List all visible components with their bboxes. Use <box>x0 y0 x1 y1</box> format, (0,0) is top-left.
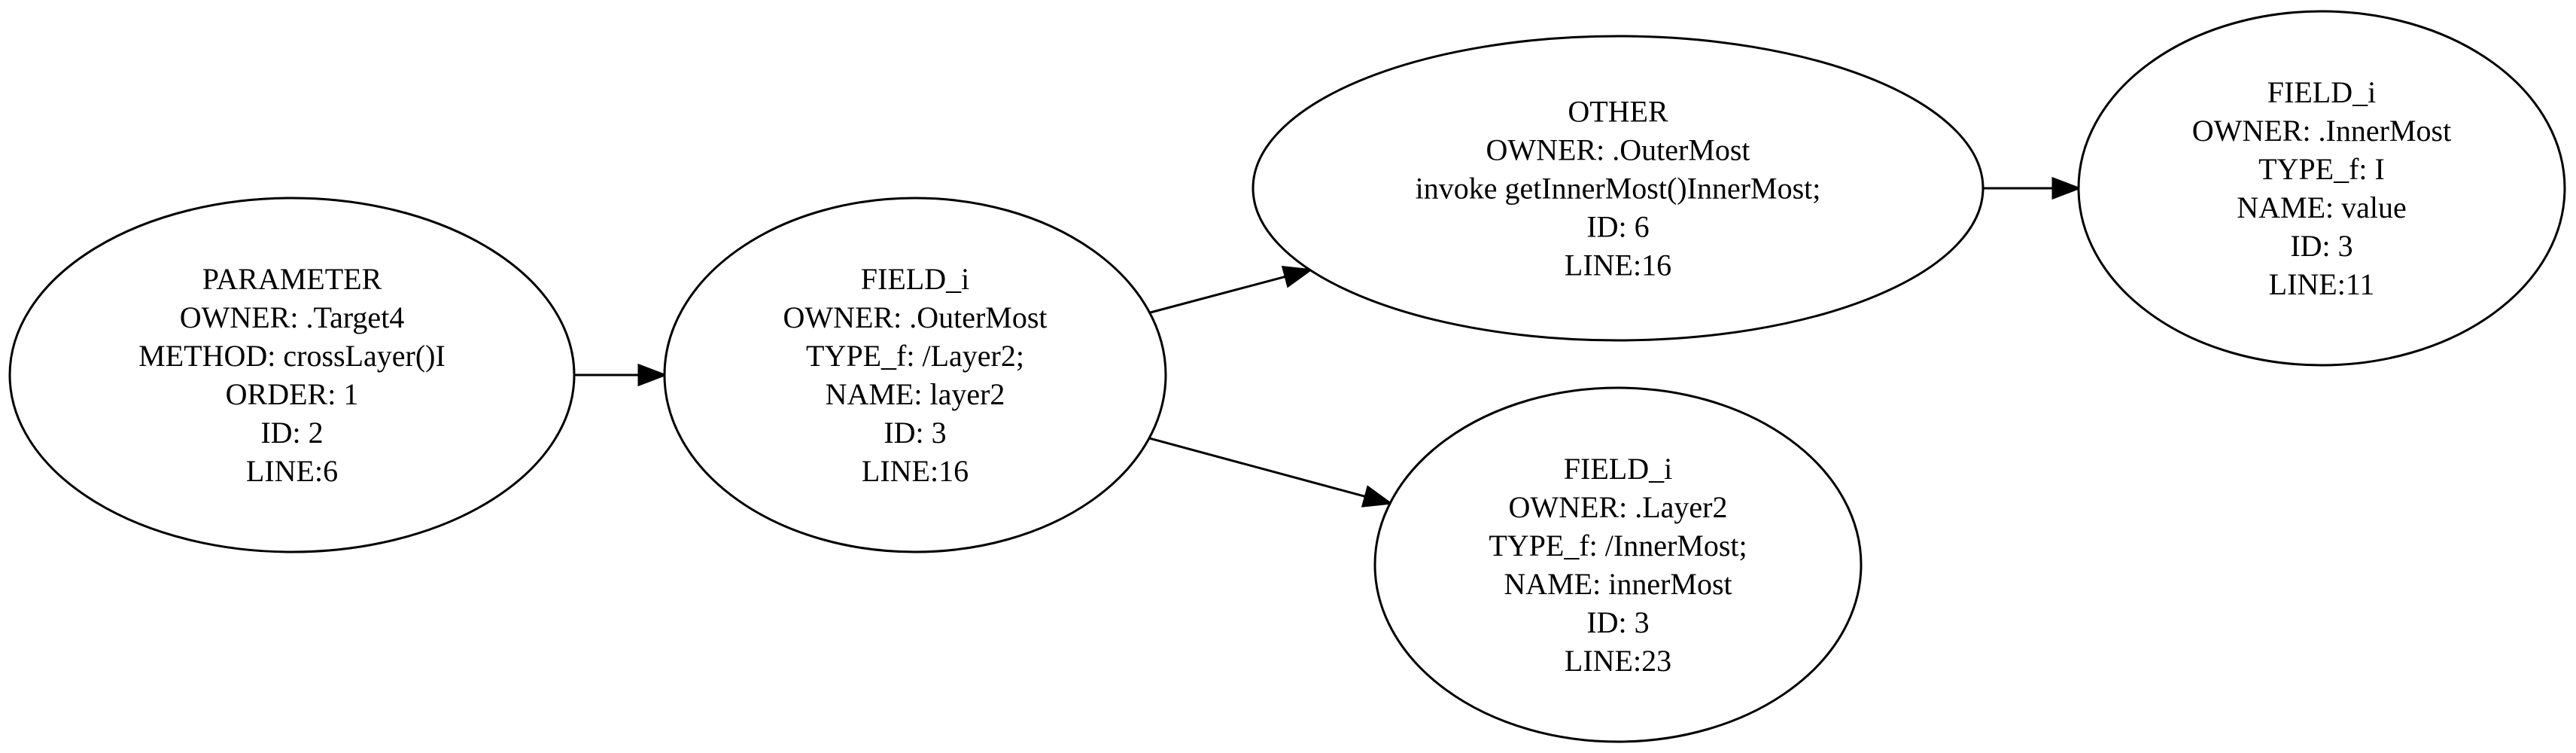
arrowhead-icon <box>637 363 668 387</box>
node-label-line: NAME: layer2 <box>826 377 1005 411</box>
node-ellipse <box>663 197 1167 553</box>
node-label-line: OWNER: .InnerMost <box>2192 114 2451 148</box>
edge-n-other-to-n-field-value <box>1983 176 2082 200</box>
edge-n-field-layer2-to-n-field-innermost <box>1148 437 1394 508</box>
node-label-line: LINE:11 <box>2269 267 2375 301</box>
node-label-line: invoke getInnerMost()InnerMost; <box>1416 172 1821 206</box>
edge-n-field-layer2-to-n-other <box>1149 266 1314 314</box>
node-label-line: ORDER: 1 <box>226 377 359 411</box>
node-label-line: FIELD_i <box>2267 75 2376 109</box>
node-label-line: FIELD_i <box>861 262 969 296</box>
arrowhead-icon <box>1361 485 1394 508</box>
node-label-line: PARAMETER <box>202 262 382 296</box>
node-label-line: NAME: value <box>2237 191 2407 224</box>
node-label-line: OWNER: .OuterMost <box>1486 133 1750 167</box>
edges <box>574 176 2082 508</box>
edge-n-param-to-n-field-layer2 <box>574 363 668 387</box>
node-label-line: OTHER <box>1568 95 1668 129</box>
node-label-line: NAME: innerMost <box>1504 567 1732 601</box>
node-label-line: ID: 6 <box>1586 210 1649 244</box>
node-label-line: ID: 3 <box>884 416 946 450</box>
node-ellipse <box>8 197 576 553</box>
node-ellipse <box>2077 10 2566 367</box>
edge-line <box>1148 437 1366 498</box>
node-ellipse <box>1252 35 1984 342</box>
node-label-line: FIELD_i <box>1564 452 1672 486</box>
node-label-line: OWNER: .Layer2 <box>1508 490 1727 524</box>
node-label-line: METHOD: crossLayer()I <box>138 339 446 373</box>
node-label-line: TYPE_f: /Layer2; <box>806 339 1024 373</box>
node-label-line: ID: 3 <box>1586 605 1649 639</box>
node-label-line: ID: 2 <box>260 416 323 450</box>
node-label-line: LINE:23 <box>1565 644 1671 678</box>
node-label-line: ID: 3 <box>2290 229 2352 263</box>
edge-line <box>1149 275 1286 314</box>
node-label-line: TYPE_f: I <box>2258 152 2385 186</box>
node-label-line: LINE:6 <box>246 454 338 488</box>
node-label-line: LINE:16 <box>862 454 969 488</box>
node-label-line: TYPE_f: /InnerMost; <box>1489 529 1747 562</box>
node-label-line: OWNER: .Target4 <box>180 300 405 334</box>
node-n-other: OTHER OWNER: .OuterMost invoke getInnerMos… <box>1252 35 1984 342</box>
node-label-line: LINE:16 <box>1565 248 1671 282</box>
arrowhead-icon <box>1281 266 1314 288</box>
arrowhead-icon <box>2051 176 2082 200</box>
node-ellipse <box>1373 386 1863 743</box>
node-label-line: OWNER: .OuterMost <box>783 300 1047 334</box>
